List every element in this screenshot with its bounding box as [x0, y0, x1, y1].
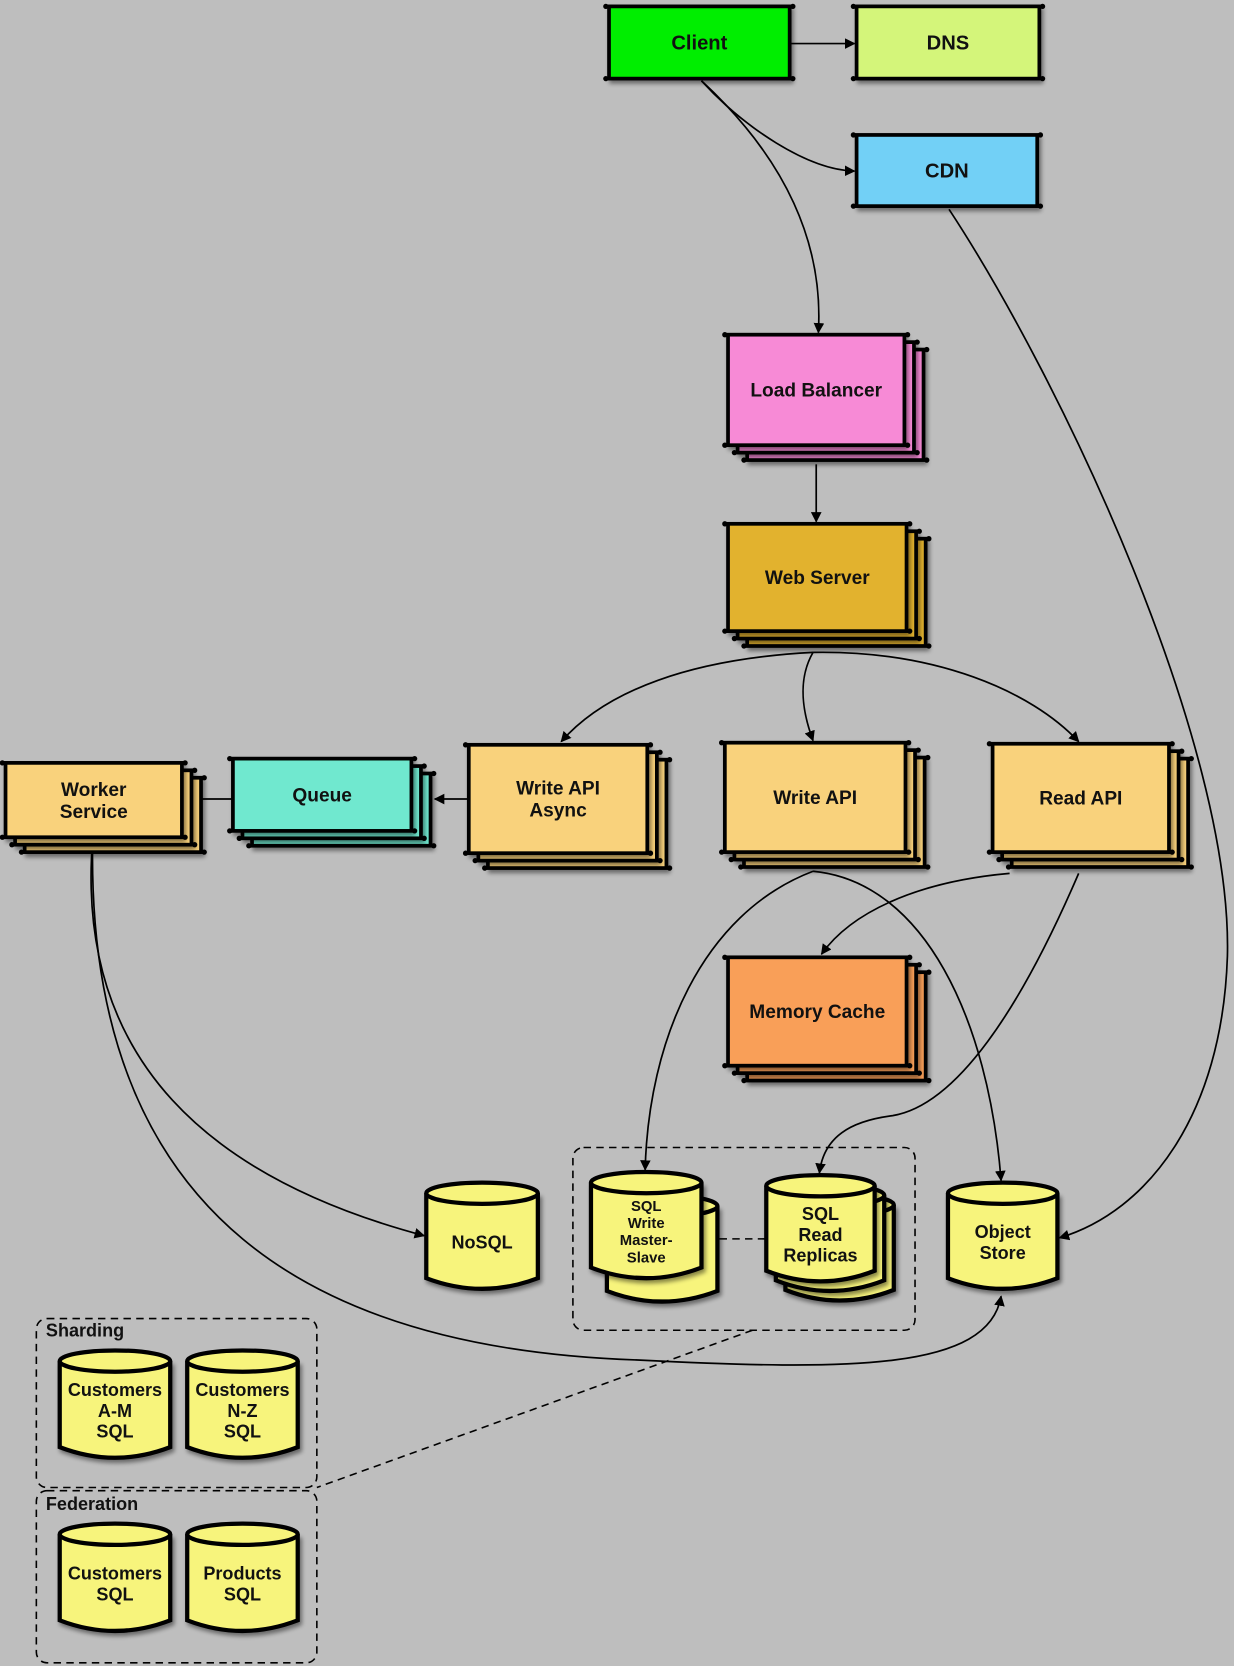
- edge-read-api-to-memory-cache: [820, 872, 1010, 955]
- node-label: SQL: [631, 1199, 662, 1215]
- node-label: Products: [203, 1564, 281, 1584]
- node-label: Load Balancer: [750, 381, 882, 402]
- node-label: Read API: [1039, 789, 1122, 810]
- node-label: A-M: [98, 1401, 132, 1421]
- node-label: Write API: [516, 779, 600, 800]
- edge-write-api-to-sql-write: [640, 870, 814, 1171]
- edge-client-to-cdn: [700, 80, 856, 177]
- node-web-server[interactable]: Web Server: [722, 521, 932, 649]
- node-label: Client: [671, 33, 727, 55]
- edges: [90, 38, 1229, 1366]
- edge-web-server-to-write-api: [802, 651, 815, 742]
- node-label: NoSQL: [451, 1232, 512, 1252]
- node-label: Object: [975, 1222, 1031, 1242]
- node-label: Replicas: [783, 1246, 857, 1266]
- node-label: Async: [529, 801, 587, 822]
- node-read-api[interactable]: Read API: [986, 741, 1194, 870]
- edge-cdn-to-object-store: [948, 208, 1229, 1241]
- node-label: SQL: [224, 1584, 261, 1604]
- sharding-label: Sharding: [46, 1321, 124, 1341]
- node-label: CDN: [925, 161, 969, 183]
- edge-web-server-to-read-api: [813, 651, 1080, 743]
- node-label: SQL: [96, 1422, 133, 1442]
- node-dns[interactable]: DNS: [850, 3, 1046, 82]
- node-label: Write: [628, 1216, 665, 1232]
- node-write-api[interactable]: Write API: [719, 740, 931, 870]
- node-label: SQL: [96, 1584, 133, 1604]
- node-label: Slave: [627, 1250, 666, 1266]
- node-label: Write API: [773, 788, 857, 809]
- node-memory-cache[interactable]: Memory Cache: [722, 954, 932, 1084]
- edge-web-server-to-write-api-async: [560, 651, 814, 743]
- node-label: SQL: [224, 1422, 261, 1442]
- node-label: DNS: [927, 33, 970, 55]
- node-label: N-Z: [227, 1401, 257, 1421]
- node-label: SQL: [802, 1204, 839, 1224]
- node-label: Customers: [68, 1564, 162, 1584]
- edge-read-api-to-sql-read: [815, 873, 1080, 1175]
- edge-write-api-to-object-store: [812, 870, 1006, 1182]
- edge-worker-service-to-object-store: [91, 839, 1005, 1366]
- node-label: Customers: [68, 1380, 162, 1400]
- node-label: Store: [980, 1243, 1026, 1263]
- federation-group: [35, 1489, 318, 1664]
- node-label: Web Server: [765, 568, 870, 589]
- node-label: Memory Cache: [749, 1002, 885, 1023]
- edge-client-to-load-balancer: [700, 80, 825, 334]
- node-label: Read: [798, 1225, 842, 1245]
- node-cdn[interactable]: CDN: [850, 132, 1044, 209]
- node-nosql[interactable]: NoSQL: [424, 1180, 540, 1291]
- node-client[interactable]: Client: [603, 3, 796, 82]
- edge-worker-service-to-nosql: [90, 839, 426, 1239]
- sql-cluster-boundary: [572, 1146, 916, 1332]
- node-label: Customers: [195, 1380, 289, 1400]
- node-queue[interactable]: Queue: [227, 755, 437, 849]
- node-label: Master-: [620, 1233, 673, 1249]
- node-load-balancer[interactable]: Load Balancer: [722, 332, 930, 463]
- node-label: Queue: [292, 785, 351, 806]
- federation-label: Federation: [46, 1494, 138, 1514]
- sharding-group: [35, 1317, 318, 1489]
- scaling-connector: [316, 1329, 753, 1489]
- node-label: Service: [60, 802, 128, 823]
- node-label: Worker: [61, 780, 127, 801]
